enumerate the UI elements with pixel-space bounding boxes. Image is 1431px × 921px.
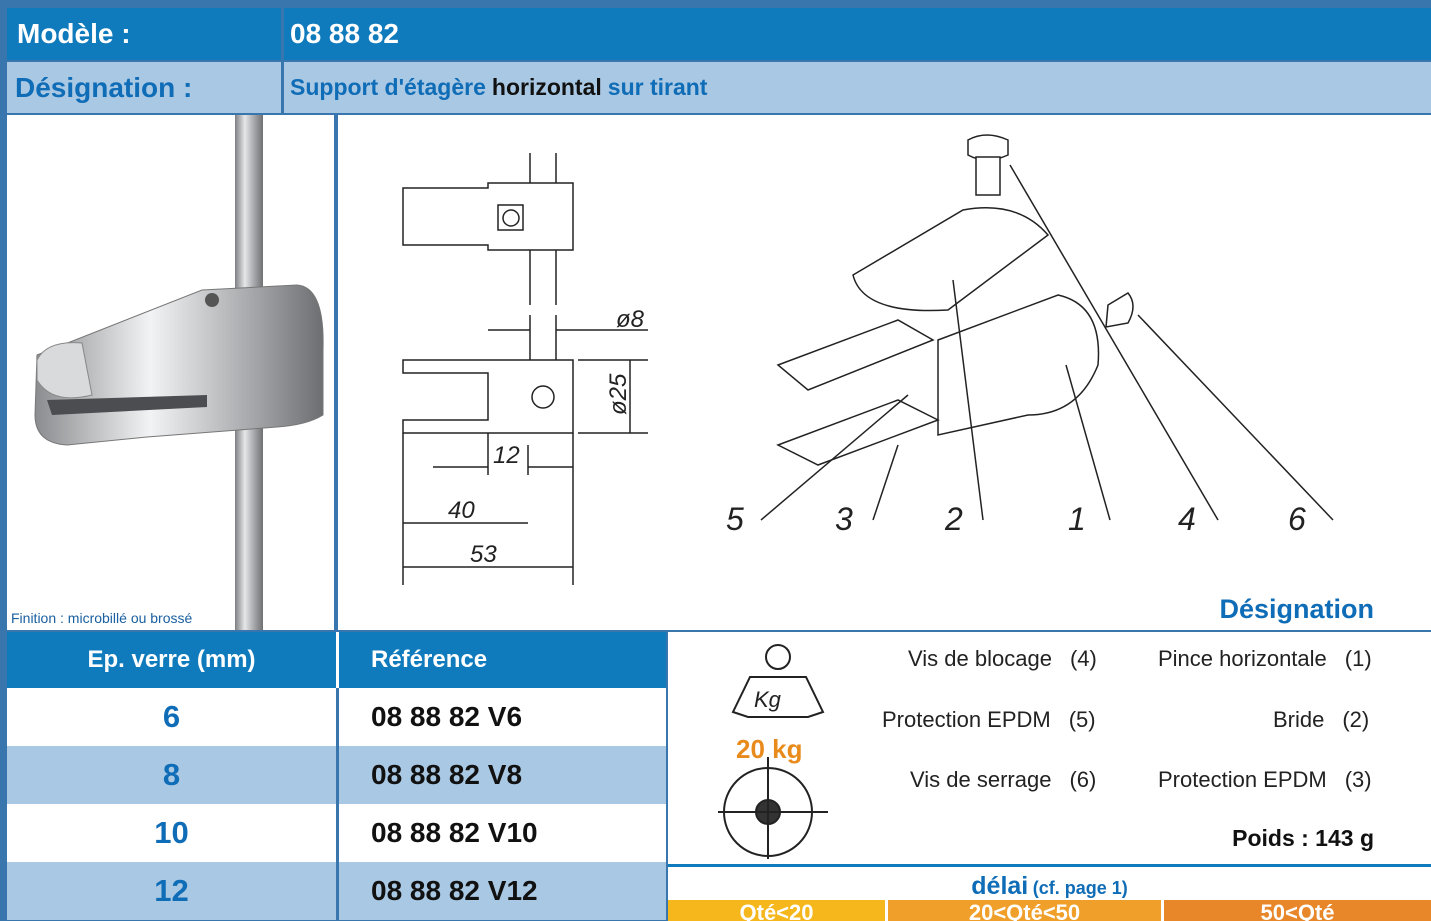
product-photo: Finition : microbillé ou brossé xyxy=(7,115,334,630)
designation-value: Support d'étagère horizontal sur tirant xyxy=(284,62,1431,113)
clamp-front xyxy=(36,342,93,399)
load-capacity: 20 kg xyxy=(736,734,803,764)
weight-icons: Kg xyxy=(718,644,828,859)
dim-d25: ø25 xyxy=(605,373,632,415)
weight-total: Poids : 143 g xyxy=(1232,825,1374,851)
callout-2: 2 xyxy=(944,501,963,537)
qty-band-3: 50<Qté xyxy=(1164,900,1431,921)
table-header: Ep. verre (mm) Référence xyxy=(7,632,666,688)
table-row: 12 08 88 82 V12 xyxy=(7,862,666,920)
model-label: Modèle : xyxy=(7,8,281,60)
reference-table: Ep. verre (mm) Référence 6 08 88 82 V6 8… xyxy=(7,632,666,920)
thickness-cell: 6 xyxy=(162,699,181,734)
weight-icon xyxy=(731,644,825,718)
reference-cell: 08 88 82 V6 xyxy=(336,688,666,746)
callout-4: 4 xyxy=(1178,501,1196,537)
callout-6: 6 xyxy=(1288,501,1306,537)
designation-strong: horizontal xyxy=(491,74,602,100)
rod-section-icon xyxy=(718,757,828,859)
clamp-slot xyxy=(47,395,207,415)
divider xyxy=(668,864,1431,867)
part-item: Protection EPDM (3) xyxy=(1158,767,1372,793)
part-name: Protection EPDM xyxy=(882,707,1051,732)
thickness-cell: 8 xyxy=(162,757,181,792)
designation-row: Désignation : Support d'étagère horizont… xyxy=(7,62,1431,113)
model-value: 08 88 82 xyxy=(284,8,1431,60)
part-item: Bride (2) xyxy=(1273,707,1369,733)
dim-40: 40 xyxy=(448,497,475,524)
part-number: (4) xyxy=(1069,646,1097,671)
part-number: (3) xyxy=(1344,767,1372,792)
top-view xyxy=(402,153,574,305)
finish-note: Finition : microbillé ou brossé xyxy=(11,610,193,626)
thickness-cell: 10 xyxy=(154,815,189,850)
col-thickness-header: Ep. verre (mm) xyxy=(87,646,256,673)
technical-drawing-svg: ø8 ø25 12 40 53 5 3 2 1 4 6 xyxy=(402,134,1334,585)
designation-label: Désignation : xyxy=(7,62,281,113)
designation-panel: Désignation Kg 20 kg Vis de blocage (4) … xyxy=(668,594,1431,921)
part-name: Protection EPDM xyxy=(1158,767,1327,792)
model-row: Modèle : 08 88 82 xyxy=(7,8,1431,60)
part-number: (2) xyxy=(1342,707,1370,732)
dim-53: 53 xyxy=(470,541,497,568)
part-number: (1) xyxy=(1344,646,1372,671)
callout-1: 1 xyxy=(1068,501,1086,537)
part-item: Vis de blocage (4) xyxy=(908,646,1097,672)
part-item: Pince horizontale (1) xyxy=(1158,646,1372,672)
reference-cell: 08 88 82 V10 xyxy=(336,804,666,862)
qty-band-1: Qté<20 xyxy=(668,900,885,921)
part-item: Vis de serrage (6) xyxy=(910,767,1096,793)
part-name: Pince horizontale xyxy=(1158,646,1327,671)
designation-title: Désignation xyxy=(1219,594,1374,624)
part-name: Vis de blocage xyxy=(908,646,1052,671)
callout-3: 3 xyxy=(835,501,853,537)
delivery-note: (cf. page 1) xyxy=(1032,878,1128,898)
weight-icon-label: Kg xyxy=(754,687,782,712)
side-view xyxy=(402,315,648,585)
designation-post: sur tirant xyxy=(607,74,708,100)
designation-pre: Support d'étagère xyxy=(290,74,486,100)
technical-drawing-panel: ø8 ø25 12 40 53 5 3 2 1 4 6 xyxy=(338,115,1431,630)
part-number: (5) xyxy=(1068,707,1096,732)
delivery-label: délai xyxy=(971,872,1029,900)
table-row: 10 08 88 82 V10 xyxy=(7,804,666,862)
set-screw-hole xyxy=(205,293,219,307)
part-item: Protection EPDM (5) xyxy=(882,707,1096,733)
delivery-title: délai (cf. page 1) xyxy=(668,872,1431,901)
dim-d8: ø8 xyxy=(616,306,645,333)
reference-cell: 08 88 82 V12 xyxy=(336,862,666,920)
quantity-bands: Qté<20 20<Qté<50 50<Qté xyxy=(668,900,1431,921)
dim-12: 12 xyxy=(493,442,520,469)
product-photo-svg xyxy=(34,115,324,630)
table-row: 8 08 88 82 V8 xyxy=(7,746,666,804)
part-number: (6) xyxy=(1069,767,1097,792)
part-name: Vis de serrage xyxy=(910,767,1052,792)
thickness-cell: 12 xyxy=(154,873,189,908)
callout-5: 5 xyxy=(726,501,744,537)
table-row: 6 08 88 82 V6 xyxy=(7,688,666,746)
exploded-view xyxy=(776,134,1134,466)
part-name: Bride xyxy=(1273,707,1325,732)
qty-band-2: 20<Qté<50 xyxy=(888,900,1161,921)
reference-cell: 08 88 82 V8 xyxy=(336,746,666,804)
leader-lines xyxy=(760,164,1334,521)
col-reference-header: Référence xyxy=(336,632,666,688)
